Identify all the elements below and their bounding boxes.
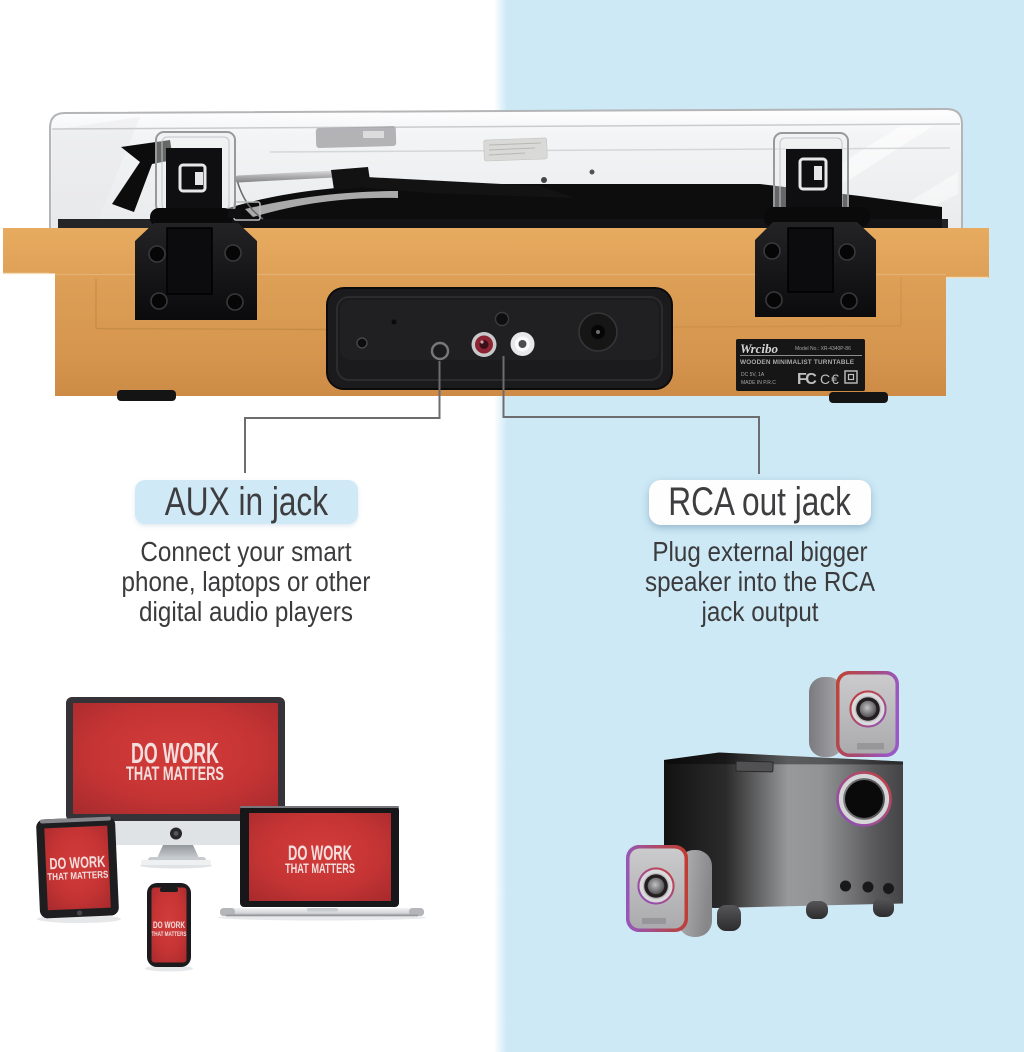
svg-text:DO WORK: DO WORK <box>288 842 352 865</box>
svg-text:WOODEN MINIMALIST TURNTABLE: WOODEN MINIMALIST TURNTABLE <box>740 359 855 366</box>
svg-text:THAT MATTERS: THAT MATTERS <box>152 932 187 938</box>
svg-text:THAT MATTERS: THAT MATTERS <box>126 764 224 785</box>
svg-text:DO WORK: DO WORK <box>153 920 185 930</box>
svg-text:DO WORK: DO WORK <box>49 854 106 873</box>
svg-text:FC: FC <box>797 371 817 388</box>
svg-text:THAT MATTERS: THAT MATTERS <box>285 860 355 876</box>
svg-text:Model No.: XR-4340P-86: Model No.: XR-4340P-86 <box>795 346 851 352</box>
svg-text:DC 5V, 1A: DC 5V, 1A <box>741 372 765 378</box>
svg-text:MADE IN P.R.C: MADE IN P.R.C <box>741 380 776 386</box>
svg-text:C€: C€ <box>820 371 840 387</box>
svg-text:DO WORK: DO WORK <box>131 738 219 770</box>
svg-text:THAT MATTERS: THAT MATTERS <box>47 870 109 884</box>
svg-text:Wrcibo: Wrcibo <box>740 341 779 356</box>
